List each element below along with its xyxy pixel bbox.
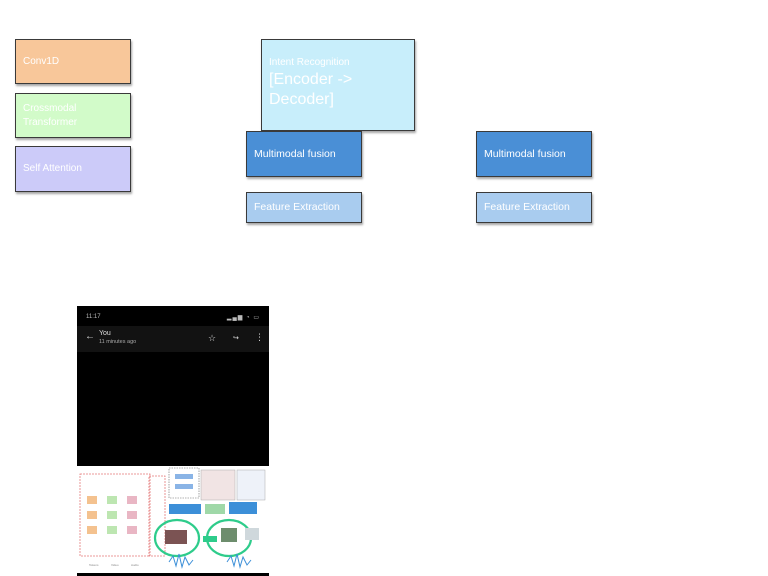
self-attention-box: Self Attention xyxy=(15,146,131,192)
feature-extraction-box-left: Feature Extraction xyxy=(246,192,362,223)
share-icon[interactable]: ↪ xyxy=(233,335,239,342)
status-icons: ▂▄▆ ◔ ▭ xyxy=(226,315,260,321)
multimodal-fusion-label: Multimodal fusion xyxy=(254,147,336,160)
phone-bottom-edge xyxy=(77,573,269,576)
crossmodal-transformer-label: Crossmodal Transformer xyxy=(23,103,78,128)
svg-text:Audio: Audio xyxy=(131,563,139,567)
feature-extraction-box-right: Feature Extraction xyxy=(476,192,592,223)
intent-recognition-subtitle: [Encoder -> Decoder] xyxy=(269,70,353,109)
star-icon[interactable]: ☆ xyxy=(208,333,217,343)
conv1d-box: Conv1D xyxy=(15,39,131,84)
multimodal-fusion-label: Multimodal fusion xyxy=(484,147,566,160)
more-vert-icon[interactable]: ⋮ xyxy=(255,332,264,342)
svg-text:Tokens: Tokens xyxy=(89,563,99,567)
phone-app-bar: ← You 11 minutes ago ☆ ↪ ⋮ xyxy=(77,326,269,352)
multimodal-fusion-box-left: Multimodal fusion xyxy=(246,131,362,177)
crossmodal-transformer-box: Crossmodal Transformer xyxy=(15,93,131,138)
architecture-diagram-thumbnail: Tokens Video Audio xyxy=(77,466,269,573)
timestamp-subtitle: 11 minutes ago xyxy=(99,339,137,345)
status-time: 11:17 xyxy=(86,314,101,320)
phone-status-bar: 11:17 ▂▄▆ ◔ ▭ xyxy=(77,306,269,326)
self-attention-label: Self Attention xyxy=(23,163,82,175)
multimodal-fusion-box-right: Multimodal fusion xyxy=(476,131,592,177)
feature-extraction-label: Feature Extraction xyxy=(254,201,340,214)
diagram-thumbnail-graphic: Tokens Video Audio xyxy=(79,467,266,569)
intent-recognition-box: Intent Recognition [Encoder -> Decoder] xyxy=(261,39,415,131)
user-name: You xyxy=(99,330,111,337)
back-arrow-icon[interactable]: ← xyxy=(85,331,95,342)
svg-text:Video: Video xyxy=(111,563,119,567)
phone-screenshot: 11:17 ▂▄▆ ◔ ▭ ← You 11 minutes ago ☆ ↪ ⋮ xyxy=(77,306,269,576)
intent-recognition-title: Intent Recognition xyxy=(269,57,350,68)
conv1d-label: Conv1D xyxy=(23,55,60,67)
feature-extraction-label: Feature Extraction xyxy=(484,201,570,214)
